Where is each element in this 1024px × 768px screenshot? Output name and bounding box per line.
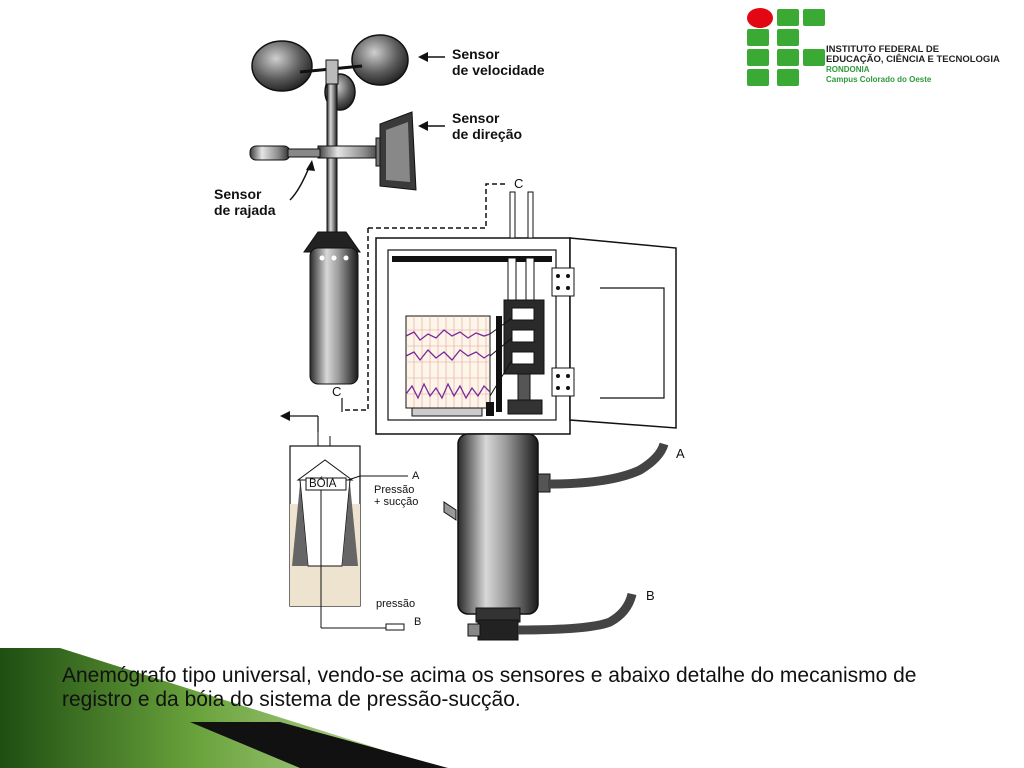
label-direction-sensor-line2: de direção bbox=[452, 126, 523, 142]
label-a-large: A bbox=[676, 446, 685, 461]
label-direction-sensor-line1: Sensor bbox=[452, 110, 500, 126]
label-gust-sensor-line1: Sensor bbox=[214, 186, 262, 202]
label-float: BÓIA bbox=[309, 478, 337, 490]
slide-decor-black bbox=[190, 722, 448, 768]
pen-mechanism bbox=[486, 299, 545, 416]
sensor-body-top bbox=[303, 231, 361, 253]
speed-sensor-cups bbox=[251, 34, 409, 111]
label-gust-sensor: Sensor de rajada bbox=[214, 186, 275, 218]
figure-caption: Anemógrafo tipo universal, vendo-se acim… bbox=[62, 664, 917, 711]
sensor-body bbox=[309, 247, 359, 385]
label-c-top: C bbox=[514, 176, 524, 191]
label-pressure-suction-line1: Pressão bbox=[374, 484, 415, 496]
hose-a bbox=[547, 442, 669, 489]
mast bbox=[326, 83, 338, 235]
pressure-cylinder bbox=[457, 433, 539, 615]
label-gust-sensor-line2: de rajada bbox=[214, 202, 276, 218]
logo-line-4: Campus Colorado do Oeste bbox=[826, 75, 932, 84]
label-direction-sensor: Sensor de direção bbox=[452, 110, 522, 142]
label-pressure-suction: Pressão + sucção bbox=[374, 484, 418, 508]
logo-line-2: EDUCAÇÃO, CIÊNCIA E TECNOLOGIA bbox=[826, 54, 1000, 65]
float-chamber bbox=[289, 428, 408, 631]
label-c-left: C bbox=[332, 384, 342, 399]
label-b-small: B bbox=[414, 616, 422, 628]
logo-line-1: INSTITUTO FEDERAL DE bbox=[826, 44, 940, 55]
label-speed-sensor-line1: Sensor bbox=[452, 46, 500, 62]
recorder-door bbox=[569, 237, 677, 429]
logo-line-3: RONDONIA bbox=[826, 65, 870, 74]
label-b-large: B bbox=[646, 588, 655, 603]
logo-red-circle bbox=[747, 8, 773, 28]
label-speed-sensor-line2: de velocidade bbox=[452, 62, 545, 78]
logo-text: INSTITUTO FEDERAL DE EDUCAÇÃO, CIÊNCIA E… bbox=[826, 45, 1000, 85]
gust-sensor bbox=[249, 145, 321, 161]
label-speed-sensor: Sensor de velocidade bbox=[452, 46, 545, 78]
hose-b bbox=[517, 592, 637, 635]
label-a-small: A bbox=[412, 470, 420, 482]
label-pressure: pressão bbox=[376, 598, 416, 610]
institute-logo bbox=[747, 8, 825, 86]
label-pressure-suction-line2: + sucção bbox=[374, 496, 419, 508]
chart-drum bbox=[405, 315, 491, 417]
